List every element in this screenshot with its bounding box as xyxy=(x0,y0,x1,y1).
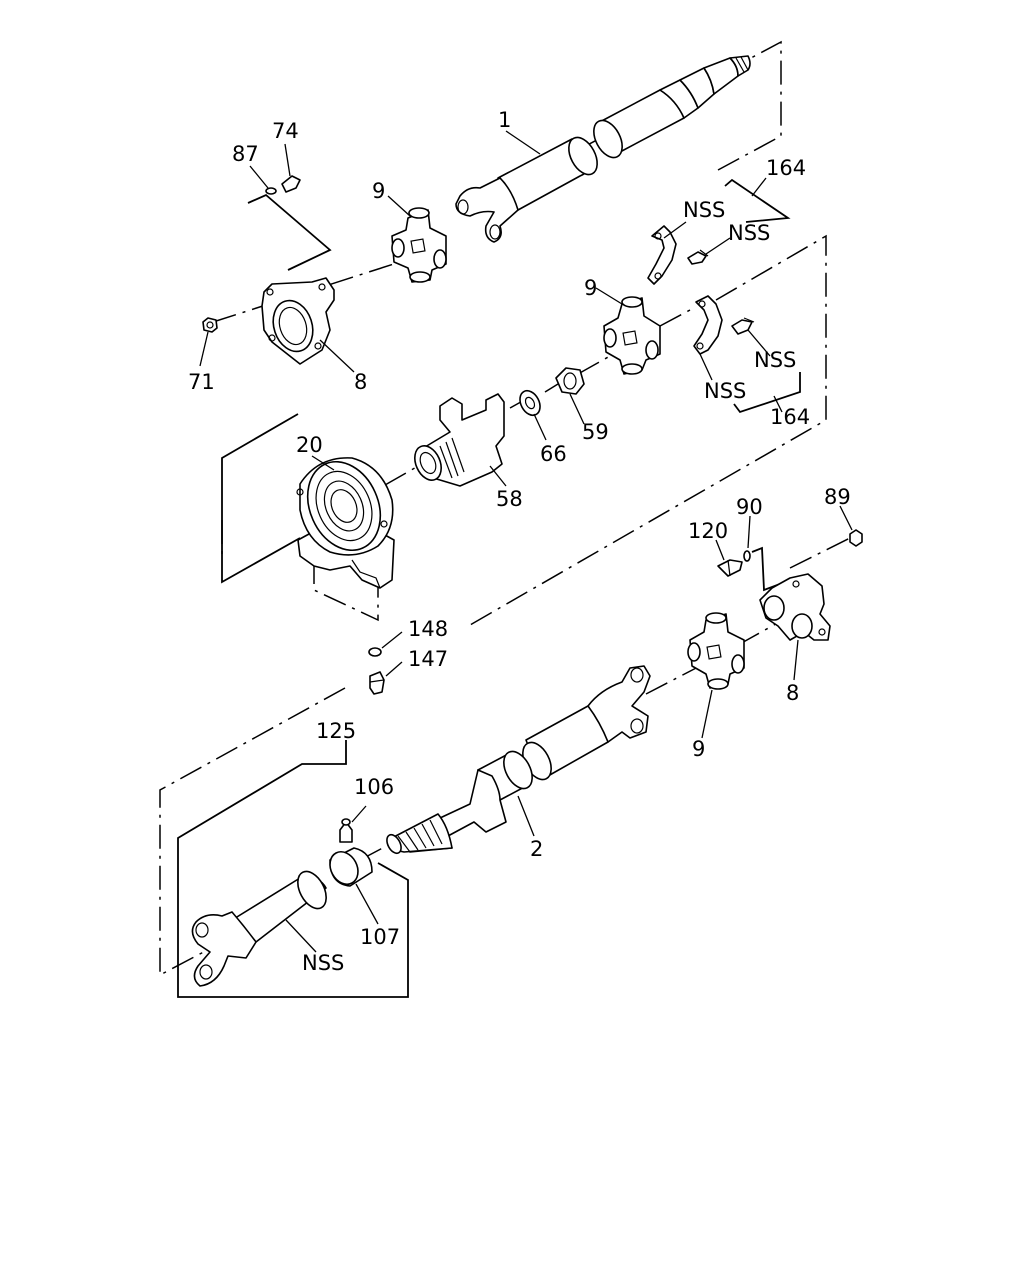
label-part-125: 125 xyxy=(316,719,356,743)
bracket-fasteners xyxy=(368,647,385,695)
label-part-20: 20 xyxy=(296,433,323,457)
companion-flange-b xyxy=(759,573,831,641)
label-part-74: 74 xyxy=(272,119,299,143)
propeller-shaft-front xyxy=(455,55,751,243)
leader-lines xyxy=(199,130,853,953)
fasteners-right xyxy=(717,529,863,577)
universal-joint-cross-c xyxy=(687,612,745,690)
slip-yoke-tube xyxy=(191,870,327,987)
label-part-1: 1 xyxy=(498,108,511,132)
label-part-106: 106 xyxy=(354,775,394,799)
label-part-90: 90 xyxy=(736,495,763,519)
bearing-strap-upper xyxy=(647,225,709,285)
label-part-120: 120 xyxy=(688,519,728,543)
companion-flange-a xyxy=(261,277,335,365)
universal-joint-cross-b xyxy=(603,296,661,375)
grease-fitting xyxy=(339,818,353,843)
label-part-164a: 164 xyxy=(766,156,806,180)
bearing-strap-lower xyxy=(693,295,755,355)
label-part-9b: 9 xyxy=(584,276,597,300)
callout-labels: 1 9 74 87 71 8 164 NSS NSS 9 NSS NSS 164… xyxy=(188,108,851,975)
label-part-147: 147 xyxy=(408,647,448,671)
label-part-71: 71 xyxy=(188,370,215,394)
label-part-58: 58 xyxy=(496,487,523,511)
flange-yoke xyxy=(414,393,505,487)
center-lines xyxy=(159,40,851,998)
propeller-shaft-rear xyxy=(386,665,651,855)
label-nss-4: NSS xyxy=(704,379,746,403)
label-nss-3: NSS xyxy=(754,348,796,372)
label-part-87: 87 xyxy=(232,142,259,166)
label-part-9c: 9 xyxy=(692,737,705,761)
label-part-8b: 8 xyxy=(786,681,799,705)
label-part-8a: 8 xyxy=(354,370,367,394)
label-part-164b: 164 xyxy=(770,405,810,429)
label-part-9a: 9 xyxy=(372,179,385,203)
label-nss-5: NSS xyxy=(302,951,344,975)
label-part-59: 59 xyxy=(582,420,609,444)
label-nss-1: NSS xyxy=(683,198,725,222)
label-part-2: 2 xyxy=(530,837,543,861)
dust-seal xyxy=(329,847,373,887)
label-nss-2: NSS xyxy=(728,221,770,245)
label-part-148: 148 xyxy=(408,617,448,641)
label-part-107: 107 xyxy=(360,925,400,949)
lock-nut-and-washer xyxy=(519,367,585,417)
label-part-89: 89 xyxy=(824,485,851,509)
center-bearing-assembly xyxy=(296,457,395,589)
label-part-66: 66 xyxy=(540,442,567,466)
fasteners-top-left xyxy=(202,175,301,333)
universal-joint-cross-a xyxy=(391,207,447,283)
